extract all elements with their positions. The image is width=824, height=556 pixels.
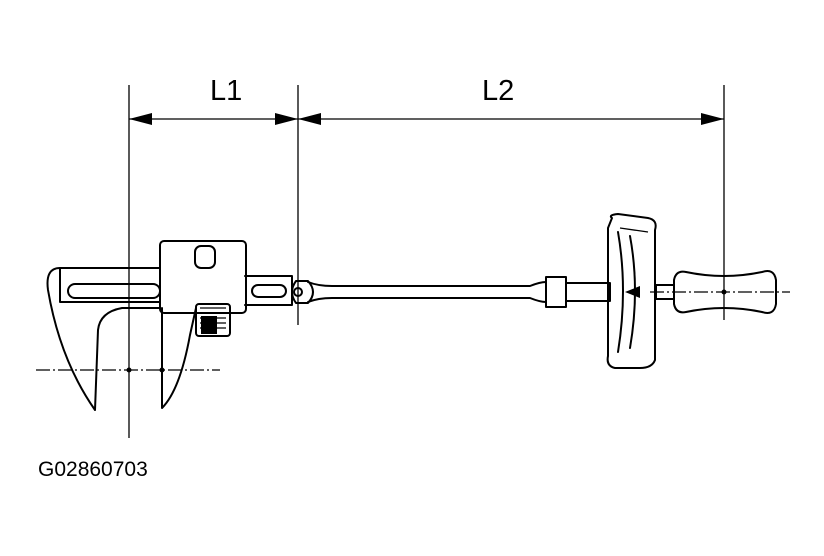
head-hole (194, 245, 216, 269)
pivot-pin (293, 287, 303, 297)
figure-code: G02860703 (38, 458, 148, 481)
adjustable-wrench (46, 240, 293, 411)
movable-jaw (161, 307, 197, 409)
worm-screw (195, 303, 231, 337)
handle-grip (673, 270, 777, 314)
dimension-line-l1 (129, 113, 298, 125)
extension-lines (128, 85, 725, 438)
dimension-label-l1: L1 (210, 75, 242, 107)
dial-plate (606, 213, 657, 369)
collar (545, 276, 567, 308)
sleeve (565, 282, 611, 302)
wrench-head (159, 240, 247, 314)
dimension-line-l2 (298, 113, 724, 125)
fixed-jaw (46, 267, 161, 411)
pointer (625, 286, 640, 298)
beam (307, 281, 547, 303)
torque-wrench (291, 213, 777, 369)
jaw-slot (67, 283, 161, 299)
dimension-label-l2: L2 (482, 75, 514, 107)
